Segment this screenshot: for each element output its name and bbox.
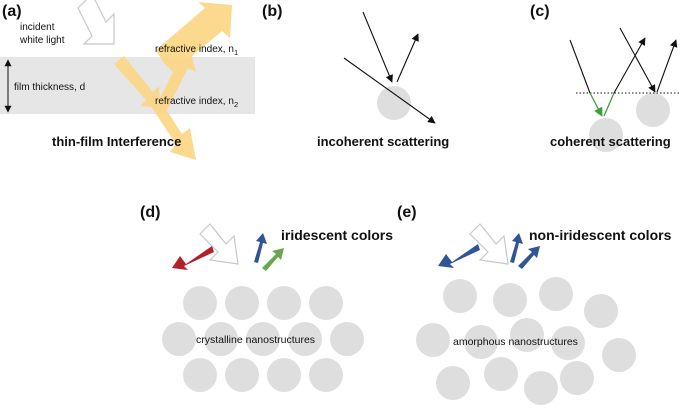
ray-incident-upper <box>619 27 656 93</box>
sphere-lower <box>589 118 623 152</box>
crystalline-label: crystalline nanostructures <box>196 334 315 346</box>
caption-incoherent: incoherent scattering <box>317 134 449 149</box>
ray-scattered-1 <box>396 33 419 83</box>
refractive-index-1: refractive index, n1 <box>155 44 238 57</box>
ray-scattered-2 <box>343 57 436 124</box>
caption-coherent: coherent scattering <box>550 134 671 149</box>
panel-b: (b) incoherent scattering <box>262 3 449 149</box>
panel-d-label: (d) <box>140 204 160 221</box>
incident-light-arrow-e <box>469 223 509 265</box>
ray-incident-lower-black <box>569 39 591 94</box>
blue-arrow <box>254 233 267 263</box>
crystalline-lattice <box>162 286 364 392</box>
iridescent-colors-label: iridescent colors <box>281 227 393 243</box>
panel-b-label: (b) <box>262 3 282 20</box>
blue-arrow-left <box>438 244 480 268</box>
panel-a: (a) film thickness, d incident white lig… <box>0 0 255 160</box>
incident-light-arrow-d <box>199 223 239 265</box>
ray-incident-1 <box>362 11 393 83</box>
light-path-arrows <box>114 2 232 160</box>
ray-reflected-lower-green <box>603 92 615 117</box>
panel-c-label: (c) <box>530 3 550 20</box>
incident-label-line2: white light <box>19 35 65 46</box>
scatterer-sphere <box>377 86 411 120</box>
caption-thin-film: thin-film Interference <box>52 134 181 149</box>
ray-reflected-lower-black <box>613 37 646 94</box>
sphere-upper <box>636 93 670 127</box>
amorphous-label: amorphous nanostructures <box>453 336 578 348</box>
blue-arrow-up <box>510 233 523 263</box>
panel-d: (d) iridescent colors crystalline nanost… <box>140 204 393 392</box>
panel-e: (e) non-iridescent colors amorphous nano… <box>397 204 672 405</box>
incident-label-line1: incident <box>20 22 55 33</box>
thickness-label: film thickness, d <box>14 82 85 93</box>
incident-light-arrow <box>77 0 115 45</box>
panel-a-label: (a) <box>2 3 22 20</box>
amorphous-arrangement <box>416 277 636 405</box>
ray-reflected-upper <box>656 39 678 93</box>
green-arrow <box>262 248 284 271</box>
ray-incident-lower-green <box>589 92 603 117</box>
red-arrow <box>172 246 214 270</box>
panel-c: (c) coherent scattering <box>530 3 679 152</box>
blue-arrow-right <box>518 246 540 269</box>
refractive-index-2: refractive index, n2 <box>155 96 238 109</box>
non-iridescent-colors-label: non-iridescent colors <box>529 227 672 243</box>
panel-e-label: (e) <box>397 204 417 221</box>
